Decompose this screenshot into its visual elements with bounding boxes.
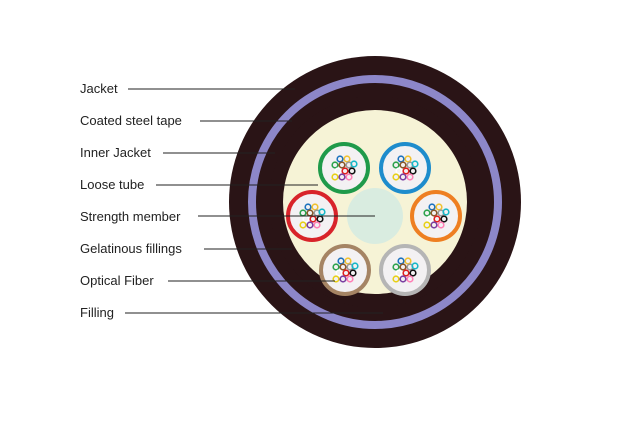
optical-fiber — [406, 173, 414, 181]
optical-fiber — [331, 173, 339, 181]
optical-fiber — [318, 208, 326, 216]
optical-fiber — [402, 167, 410, 175]
optical-fiber — [442, 208, 450, 216]
coated-steel-tape-ring — [248, 75, 502, 329]
optical-fiber — [335, 269, 343, 277]
optical-fiber — [345, 173, 353, 181]
optical-fiber — [399, 161, 407, 169]
optical-fiber — [337, 257, 345, 265]
optical-fiber — [351, 262, 359, 270]
optical-fiber — [343, 155, 351, 163]
optical-fiber — [404, 155, 412, 163]
optical-fiber — [332, 275, 340, 283]
optical-fiber — [344, 257, 352, 265]
optical-fiber — [332, 263, 340, 271]
optical-fiber — [313, 221, 321, 229]
optical-fiber — [331, 161, 339, 169]
optical-fiber — [341, 167, 349, 175]
optical-fiber — [399, 173, 407, 181]
optical-fiber — [397, 257, 405, 265]
optical-fiber — [440, 215, 448, 223]
label-coated-steel-tape: Coated steel tape — [80, 113, 182, 128]
label-jacket: Jacket — [80, 81, 118, 96]
optical-fiber — [404, 257, 412, 265]
label-gelatinous-fillings: Gelatinous fillings — [80, 241, 182, 256]
optical-fiber — [399, 263, 407, 271]
optical-fiber — [399, 275, 407, 283]
optical-fiber — [299, 221, 307, 229]
optical-fiber — [411, 262, 419, 270]
optical-fiber — [402, 269, 410, 277]
label-optical-fiber: Optical Fiber — [80, 273, 154, 288]
optical-fiber — [342, 269, 350, 277]
optical-fiber — [348, 167, 356, 175]
optical-fiber — [392, 173, 400, 181]
optical-fiber — [339, 275, 347, 283]
optical-fiber — [426, 215, 434, 223]
optical-fiber — [406, 275, 414, 283]
loose-tubes — [286, 142, 462, 296]
optical-fiber — [395, 167, 403, 175]
optical-fiber — [423, 221, 431, 229]
label-inner-jacket: Inner Jacket — [80, 145, 151, 160]
optical-fiber — [433, 215, 441, 223]
optical-fiber — [304, 203, 312, 211]
optical-fiber — [334, 167, 342, 175]
optical-fiber — [338, 161, 346, 169]
optical-fiber — [392, 275, 400, 283]
optical-fiber — [423, 209, 431, 217]
optical-fiber — [306, 221, 314, 229]
optical-fiber — [430, 221, 438, 229]
optical-fiber — [339, 263, 347, 271]
optical-fiber — [428, 203, 436, 211]
optical-fiber — [409, 167, 417, 175]
optical-fiber — [435, 203, 443, 211]
label-strength-member: Strength member — [80, 209, 181, 224]
optical-fiber — [336, 155, 344, 163]
optical-fiber — [338, 173, 346, 181]
label-loose-tube: Loose tube — [80, 177, 144, 192]
optical-fiber — [397, 155, 405, 163]
optical-fiber — [430, 209, 438, 217]
optical-fiber — [392, 161, 400, 169]
optical-fiber — [311, 203, 319, 211]
optical-fiber — [392, 263, 400, 271]
optical-fiber — [437, 221, 445, 229]
optical-fiber — [395, 269, 403, 277]
label-filling: Filling — [80, 305, 114, 320]
optical-fiber — [411, 160, 419, 168]
optical-fiber — [346, 275, 354, 283]
optical-fiber — [350, 160, 358, 168]
optical-fiber — [409, 269, 417, 277]
optical-fiber — [349, 269, 357, 277]
leader-lines — [125, 88, 383, 314]
